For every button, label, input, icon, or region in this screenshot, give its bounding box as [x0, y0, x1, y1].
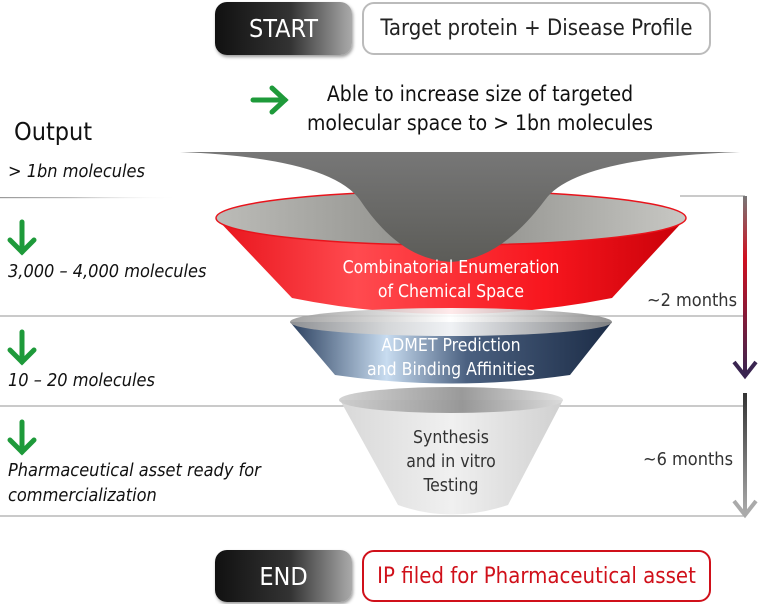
arrow-down-icon — [7, 329, 37, 366]
end-description: IP filed for Pharmaceutical asset — [362, 550, 711, 602]
stage-label-4: Pharmaceutical asset ready for commercia… — [8, 458, 261, 508]
timeline-arrow-2 — [732, 393, 758, 519]
funnel-red-label: Combinatorial Enumeration of Chemical Sp… — [301, 256, 601, 304]
end-badge: END — [215, 550, 352, 602]
stage-label-4-line-2: commercialization — [8, 485, 157, 506]
stage-label-3: 10 – 20 molecules — [8, 370, 155, 391]
output-title: Output — [14, 117, 93, 146]
duration-second: ~6 months — [643, 449, 734, 470]
funnel-blue-line-1: ADMET Prediction — [381, 336, 521, 356]
funnel-blue-line-2: and Binding Affinities — [367, 360, 535, 380]
headline: Able to increase size of targeted molecu… — [300, 80, 660, 138]
funnel-red-line-2: of Chemical Space — [377, 282, 525, 302]
funnel-gray-section — [339, 387, 563, 515]
arrow-down-icon — [7, 219, 37, 256]
funnel-top-section — [180, 152, 740, 262]
funnel-blue-section — [290, 308, 612, 384]
funnel-blue-label: ADMET Prediction and Binding Affinities — [321, 334, 581, 382]
start-description: Target protein + Disease Profile — [362, 2, 711, 55]
stage-label-2: 3,000 – 4,000 molecules — [8, 261, 207, 282]
funnel-gray-line-2: and in vitro — [406, 452, 496, 472]
funnel-red-line-1: Combinatorial Enumeration — [342, 258, 560, 278]
funnel-gray-label: Synthesis and in vitro Testing — [371, 426, 531, 498]
separator-line — [0, 197, 180, 199]
arrow-down-icon — [7, 419, 37, 456]
timeline-arrow-1 — [732, 196, 758, 380]
stage-label-4-line-1: Pharmaceutical asset ready for — [8, 460, 261, 481]
funnel-gray-line-1: Synthesis — [413, 428, 489, 448]
stage-label-1: > 1bn molecules — [8, 161, 145, 182]
headline-line-2: molecular space to > 1bn molecules — [307, 111, 653, 135]
headline-line-1: Able to increase size of targeted — [326, 82, 634, 106]
arrow-right-icon — [250, 85, 289, 115]
start-badge: START — [215, 2, 352, 55]
duration-first: ~2 months — [647, 290, 738, 311]
funnel-gray-line-3: Testing — [423, 476, 479, 496]
